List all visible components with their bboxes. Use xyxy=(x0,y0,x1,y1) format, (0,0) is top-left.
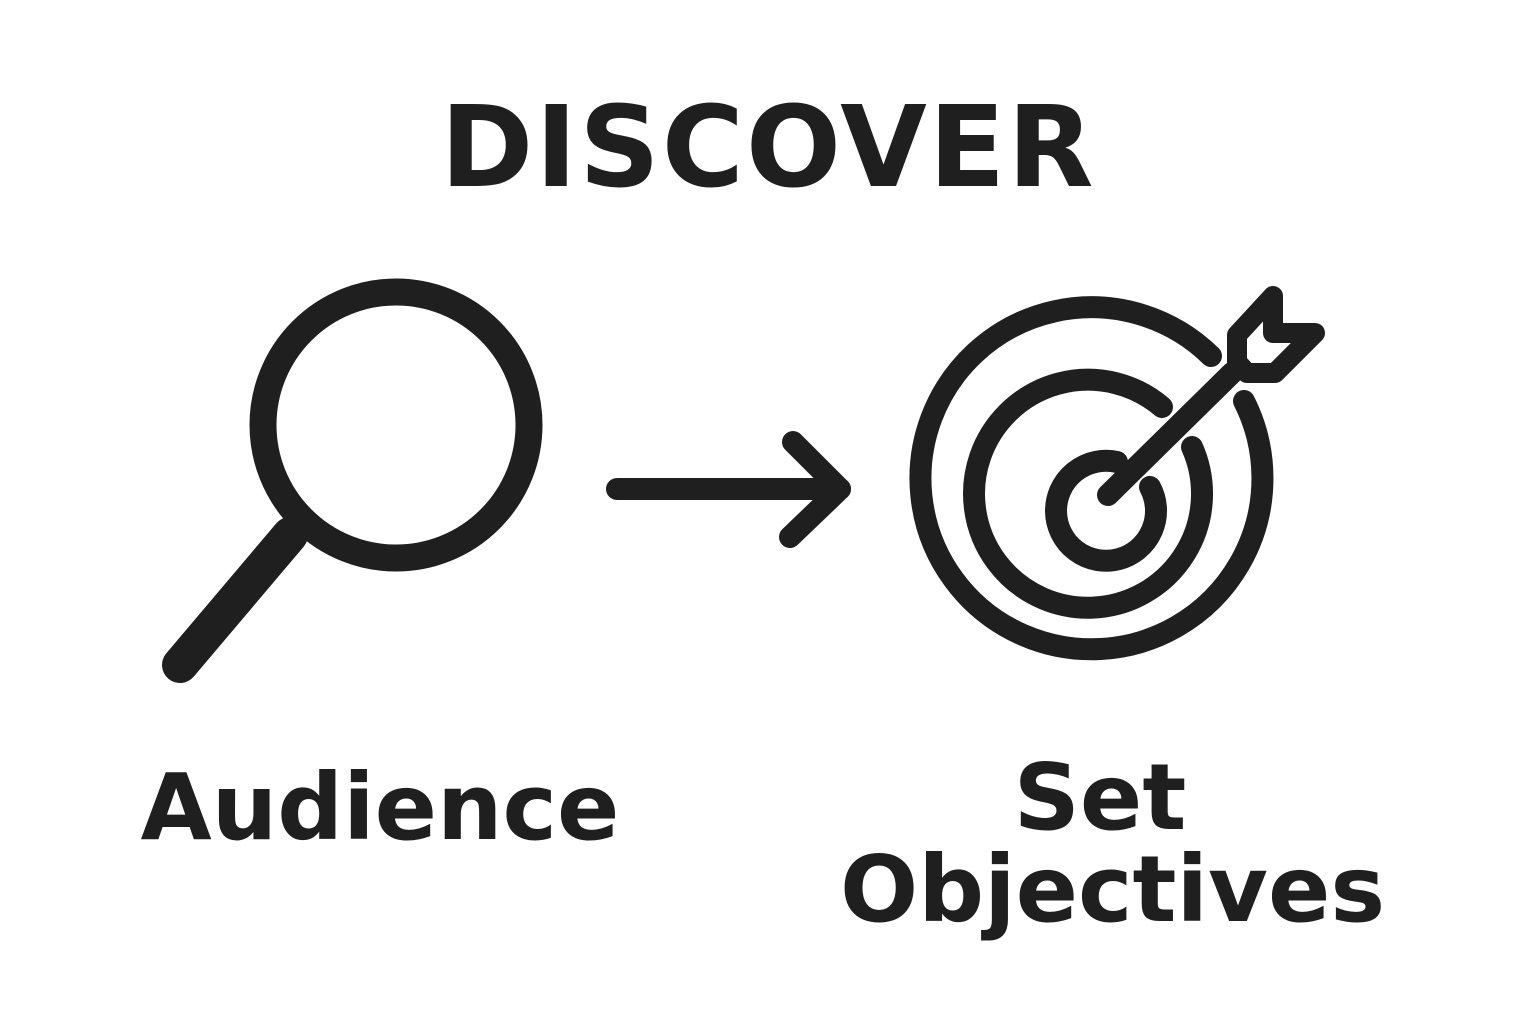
step-label-audience: Audience xyxy=(140,754,620,861)
arrow-right-icon xyxy=(606,431,851,548)
step-label-line2: Objectives xyxy=(840,836,1386,943)
step-label-set-objectives: Set Objectives xyxy=(840,744,1386,943)
magnifying-glass-icon xyxy=(162,278,543,683)
diagram-title: DISCOVER xyxy=(440,83,1096,213)
target-arrow-icon xyxy=(909,286,1325,661)
step-label-line1: Set xyxy=(1013,744,1187,851)
